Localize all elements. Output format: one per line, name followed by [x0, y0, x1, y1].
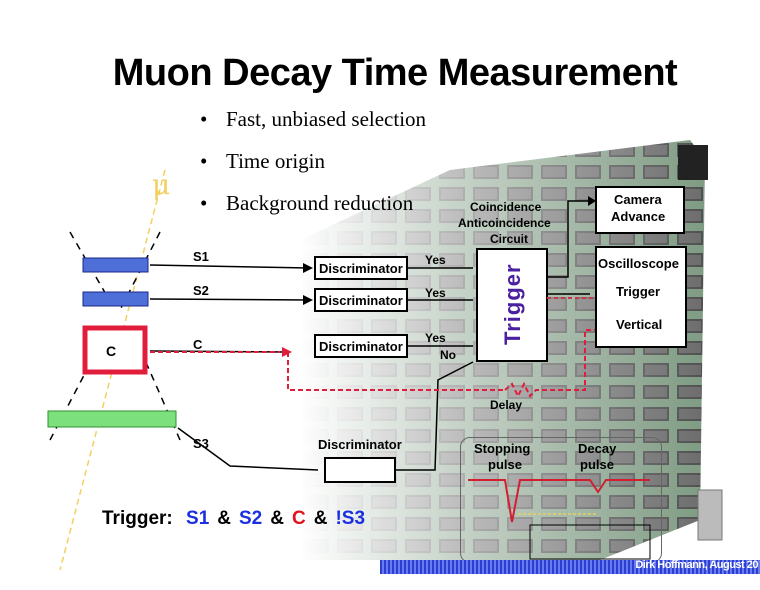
trigger-equation-prefix: Trigger:: [102, 508, 173, 529]
decay-pulse-label: Decay: [578, 441, 617, 456]
trigger-box-label: Trigger: [500, 263, 525, 345]
trigger-equation-term: !S3: [335, 508, 366, 529]
s1-scintillator: [82, 257, 149, 273]
discriminator-label: Discriminator: [319, 261, 403, 276]
pulse-trace: [468, 479, 650, 523]
footer-text: Dirk Hoffmann, August 20: [635, 559, 758, 571]
c-counter-label: C: [106, 343, 117, 359]
decay-pulse-label: pulse: [580, 457, 614, 472]
output-yes-label: Yes: [425, 331, 446, 345]
s2-label: S2: [193, 283, 209, 298]
c-wire-label: C: [193, 337, 203, 352]
trigger-equation: Trigger: S1&S2&C&!S3: [102, 508, 365, 530]
trigger-equation-term: C: [291, 508, 306, 529]
output-yes-label: Yes: [425, 286, 446, 300]
s3-scintillator: [47, 410, 177, 428]
muon-symbol: μ: [152, 168, 171, 201]
footer-bar: [380, 560, 760, 574]
oscilloscope-box: [595, 246, 687, 348]
oscilloscope-vertical-input: Vertical: [616, 317, 663, 332]
camera-label: Advance: [611, 209, 666, 224]
output-yes-label: Yes: [425, 253, 446, 267]
trigger-equation-term: S2: [239, 508, 263, 529]
bullet-item: Fast, unbiased selection: [200, 104, 426, 146]
logic-label: Anticoincidence: [458, 216, 551, 230]
bullet-item: Background reduction: [200, 188, 426, 230]
camera-label: Camera: [614, 192, 662, 207]
s3-discriminator-box: [324, 457, 396, 483]
slide-title: Muon Decay Time Measurement: [112, 52, 678, 94]
s1-label: S1: [193, 249, 209, 264]
stopping-pulse-label: Stopping: [474, 441, 531, 456]
muon-track: [59, 169, 166, 571]
s2-scintillator: [82, 291, 149, 307]
c-counter: [82, 325, 148, 375]
discriminator-label: Discriminator: [319, 339, 403, 354]
trigger-equation-term: S1: [186, 508, 210, 529]
s3-discriminator-label: Discriminator: [318, 437, 402, 452]
trigger-equation-term: &: [217, 508, 231, 529]
delay-label: Delay: [490, 398, 523, 412]
output-no-label: No: [440, 348, 456, 362]
camera-box: [595, 186, 685, 234]
bullet-item: Time origin: [200, 146, 426, 188]
trigger-equation-terms: S1&S2&C&!S3: [178, 508, 365, 529]
stopping-pulse-label: pulse: [488, 457, 522, 472]
oscilloscope-title: Oscilloscope: [598, 256, 679, 271]
bullet-list: Fast, unbiased selection Time origin Bac…: [200, 104, 426, 230]
logic-label: Circuit: [490, 232, 529, 246]
s3-label: S3: [193, 436, 209, 451]
discriminator-label: Discriminator: [319, 293, 403, 308]
oscilloscope-trigger-input: Trigger: [616, 284, 661, 299]
trigger-box: [476, 248, 548, 362]
trigger-equation-term: &: [313, 508, 328, 529]
logic-label: Coincidence: [470, 200, 542, 214]
trigger-equation-term: &: [270, 508, 284, 529]
